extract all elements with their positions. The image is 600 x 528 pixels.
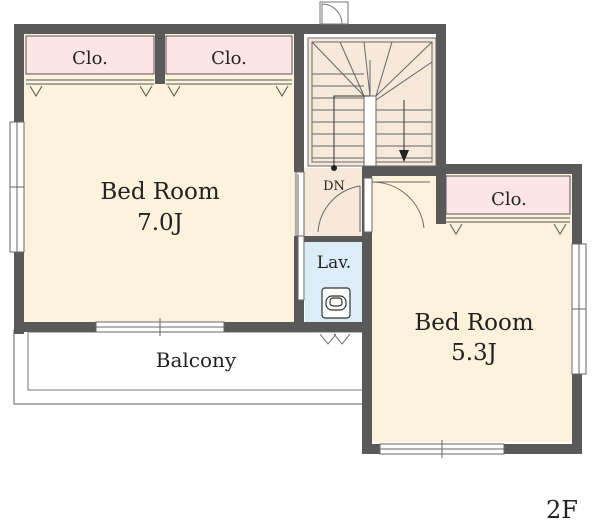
bed-room-large-name: Bed Room (100, 179, 220, 205)
closet-1-label: Clo. (72, 48, 108, 69)
bed-room-small-name: Bed Room (414, 310, 534, 336)
closet-2-label: Clo. (211, 48, 247, 69)
floor-level-label: 2F (546, 496, 578, 524)
door-leaf (363, 177, 373, 233)
wall (304, 236, 364, 242)
wall (294, 34, 304, 172)
bed-room-large-size: 7.0J (137, 210, 183, 236)
wall (436, 174, 446, 224)
door-leaf (297, 235, 305, 301)
stair-well (363, 95, 377, 167)
wall (304, 322, 362, 332)
staircase (307, 1, 437, 171)
door-leaf (295, 171, 305, 237)
wall (362, 166, 436, 176)
wall (14, 24, 446, 34)
stairs-down-label: DN (323, 179, 345, 194)
wall (436, 164, 582, 174)
wall (436, 24, 446, 172)
closet-3-label: Clo. (491, 189, 527, 210)
closets: Clo. Clo. Clo. (25, 35, 571, 235)
wall (155, 34, 165, 84)
toilet-fixture (321, 287, 351, 319)
bed-room-small-size: 5.3J (451, 340, 497, 366)
closet-3-fill (445, 175, 571, 215)
balcony-label: Balcony (156, 348, 237, 372)
closet-1-fill (25, 35, 155, 75)
wall (362, 166, 372, 454)
bed-room-small-floor (372, 172, 572, 442)
windows (9, 121, 587, 458)
doors (295, 171, 430, 301)
closet-2-fill (165, 35, 293, 75)
lavatory-label: Lav. (317, 253, 351, 273)
